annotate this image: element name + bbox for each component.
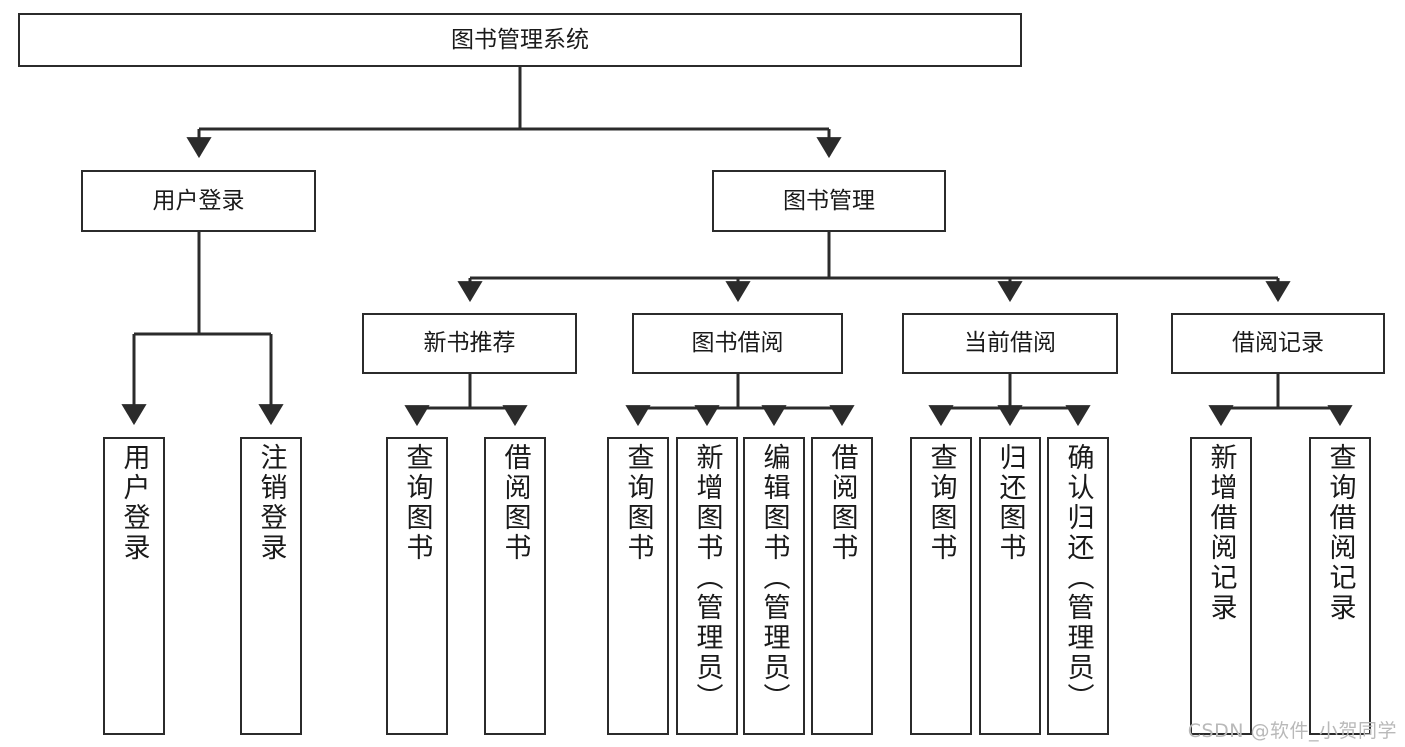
node-current-borrow[interactable]: 当前借阅: [902, 313, 1118, 374]
node-book-manage[interactable]: 图书管理: [712, 170, 946, 232]
watermark: CSDN @软件_小贺同学: [1187, 720, 1397, 742]
node-leaf-query-book-1-label: 查询图书: [401, 443, 433, 563]
node-leaf-query-record[interactable]: 查询借阅记录: [1309, 437, 1371, 735]
node-leaf-edit-book[interactable]: 编辑图书（管理员）: [743, 437, 805, 735]
node-leaf-query-book-2-label: 查询图书: [622, 443, 654, 563]
node-leaf-query-book-3-label: 查询图书: [925, 443, 957, 563]
node-leaf-add-record-label: 新增借阅记录: [1205, 443, 1237, 623]
node-leaf-borrow-book-1[interactable]: 借阅图书: [484, 437, 546, 735]
node-leaf-add-book-label: 新增图书（管理员）: [691, 443, 723, 713]
node-new-book-rec[interactable]: 新书推荐: [362, 313, 577, 374]
node-leaf-logout-label: 注销登录: [255, 443, 287, 563]
node-leaf-borrow-book-1-label: 借阅图书: [499, 443, 531, 563]
node-user-login[interactable]: 用户登录: [81, 170, 316, 232]
node-leaf-confirm-return-label: 确认归还（管理员）: [1062, 443, 1094, 713]
node-book-borrow[interactable]: 图书借阅: [632, 313, 843, 374]
node-leaf-query-book-3[interactable]: 查询图书: [910, 437, 972, 735]
node-borrow-record[interactable]: 借阅记录: [1171, 313, 1385, 374]
node-leaf-user-login-label: 用户登录: [118, 443, 150, 563]
node-book-manage-label: 图书管理: [783, 187, 875, 214]
node-leaf-logout[interactable]: 注销登录: [240, 437, 302, 735]
node-leaf-return-book-label: 归还图书: [994, 443, 1026, 563]
node-leaf-return-book[interactable]: 归还图书: [979, 437, 1041, 735]
node-leaf-query-book-2[interactable]: 查询图书: [607, 437, 669, 735]
node-leaf-borrow-book-2[interactable]: 借阅图书: [811, 437, 873, 735]
node-leaf-query-record-label: 查询借阅记录: [1324, 443, 1356, 623]
node-leaf-query-book-1[interactable]: 查询图书: [386, 437, 448, 735]
node-root-label: 图书管理系统: [451, 26, 589, 53]
node-new-book-rec-label: 新书推荐: [423, 330, 516, 357]
node-user-login-label: 用户登录: [152, 187, 245, 214]
node-book-borrow-label: 图书借阅: [691, 330, 784, 357]
node-leaf-confirm-return[interactable]: 确认归还（管理员）: [1047, 437, 1109, 735]
node-leaf-add-record[interactable]: 新增借阅记录: [1190, 437, 1252, 735]
node-current-borrow-label: 当前借阅: [964, 330, 1056, 357]
node-leaf-user-login[interactable]: 用户登录: [103, 437, 165, 735]
node-root[interactable]: 图书管理系统: [18, 13, 1022, 67]
node-leaf-edit-book-label: 编辑图书（管理员）: [758, 443, 790, 713]
node-borrow-record-label: 借阅记录: [1232, 330, 1324, 357]
node-leaf-borrow-book-2-label: 借阅图书: [826, 443, 858, 563]
node-leaf-add-book[interactable]: 新增图书（管理员）: [676, 437, 738, 735]
